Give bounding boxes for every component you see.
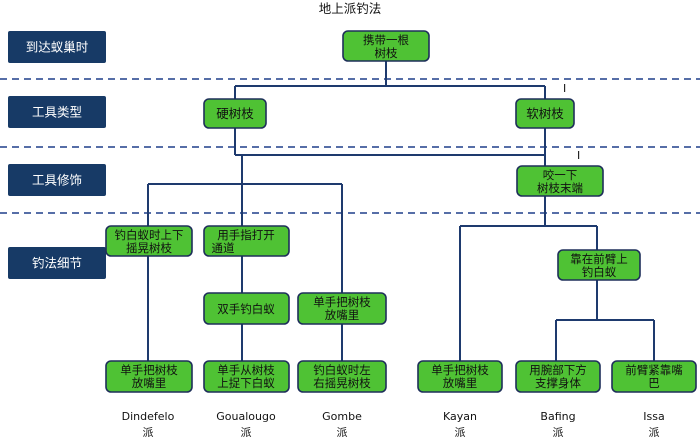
community-suffix: 派 bbox=[649, 426, 660, 439]
community-suffix: 派 bbox=[241, 426, 252, 439]
node-forearm-against-lips: 前臂紧靠嘴 巴 bbox=[611, 360, 697, 393]
node-label-line: 放嘴里 bbox=[443, 376, 478, 390]
node-label-line: 用腕部下方 bbox=[529, 363, 587, 377]
marker-label: I bbox=[563, 82, 566, 95]
node-finger-open-tunnel: 用手指打开 通道 bbox=[203, 225, 290, 257]
node-label-line: 前臂紧靠嘴 bbox=[625, 363, 683, 377]
node-label-line: 咬一下 bbox=[543, 168, 578, 182]
node-carry-branch: 携带一根 树枝 bbox=[342, 30, 430, 62]
community-labels: Dindefelo 派 Goualougo 派 Gombe 派 Kayan 派 … bbox=[122, 410, 665, 439]
node-label-line: 上捉下白蚁 bbox=[217, 376, 275, 390]
node-shake-up-down: 钓白蚁时上下 摇晃树枝 bbox=[105, 225, 193, 257]
community-suffix: 派 bbox=[553, 426, 564, 439]
community-name: Kayan bbox=[443, 410, 477, 423]
diagram-nodes: 携带一根 树枝 硬树枝 软树枝 咬一下 树枝末端 钓白蚁时上下 摇晃树枝 用手指… bbox=[105, 30, 697, 393]
stage-label-text: 工具类型 bbox=[32, 105, 82, 120]
node-label-line: 携带一根 bbox=[363, 33, 409, 47]
stage-label-text: 到达蚁巢时 bbox=[26, 40, 89, 55]
node-label-line: 双手钓白蚁 bbox=[217, 302, 275, 316]
node-label-line: 摇晃树枝 bbox=[126, 241, 172, 255]
node-mouth-gombe: 单手把树枝 放嘴里 bbox=[297, 292, 387, 325]
node-wrist-support: 用腕部下方 支撑身体 bbox=[515, 360, 601, 393]
community-name: Bafing bbox=[540, 410, 575, 423]
community-suffix: 派 bbox=[455, 426, 466, 439]
node-mouth-dindefelo: 单手把树枝 放嘴里 bbox=[105, 360, 193, 393]
node-mouth-kayan: 单手把树枝 放嘴里 bbox=[417, 360, 503, 393]
node-label-line: 支撑身体 bbox=[535, 376, 581, 390]
stage-label-tool-modification: 工具修饰 bbox=[8, 164, 106, 196]
node-label-line: 软树枝 bbox=[526, 106, 564, 121]
stage-label-fishing-detail: 钓法细节 bbox=[8, 247, 106, 279]
node-label-line: 单手把树枝 bbox=[120, 363, 178, 377]
node-label-line: 树枝 bbox=[375, 46, 398, 60]
node-both-hands: 双手钓白蚁 bbox=[203, 292, 290, 325]
node-label-line: 用手指打开 bbox=[217, 228, 275, 242]
stage-dividers bbox=[0, 78, 700, 214]
node-stiff-branch: 硬树枝 bbox=[203, 98, 267, 129]
node-bite-branch-end: 咬一下 树枝末端 bbox=[516, 165, 604, 197]
community-name: Issa bbox=[643, 410, 664, 423]
node-label-line: 放嘴里 bbox=[132, 376, 167, 390]
node-shake-left-right: 钓白蚁时左 右摇晃树枝 bbox=[297, 360, 387, 393]
node-label-line: 钓白蚁时上下 bbox=[115, 228, 184, 242]
stage-label-tool-type: 工具类型 bbox=[8, 96, 106, 128]
node-label-line: 钓白蚁时左 bbox=[313, 363, 371, 377]
stage-label-arrival: 到达蚁巢时 bbox=[8, 31, 106, 63]
community-suffix: 派 bbox=[143, 426, 154, 439]
node-forearm-support: 靠在前臂上 钓白蚁 bbox=[557, 249, 641, 281]
node-label-line: 单手把树枝 bbox=[313, 295, 371, 309]
stage-label-text: 工具修饰 bbox=[32, 173, 82, 188]
node-soft-branch: 软树枝 bbox=[515, 98, 575, 129]
community-suffix: 派 bbox=[337, 426, 348, 439]
community-name: Goualougo bbox=[216, 410, 276, 423]
community-name: Dindefelo bbox=[122, 410, 175, 423]
diagram-title: 地上派钓法 bbox=[319, 1, 382, 16]
stage-labels: 到达蚁巢时 工具类型 工具修饰 钓法细节 bbox=[8, 31, 106, 279]
node-label-line: 单手把树枝 bbox=[431, 363, 489, 377]
node-label-line: 靠在前臂上 bbox=[570, 252, 628, 266]
node-label-line: 放嘴里 bbox=[325, 308, 360, 322]
node-label-line: 右摇晃树枝 bbox=[313, 376, 371, 390]
node-label-line: 钓白蚁 bbox=[582, 265, 617, 279]
node-label-line: 硬树枝 bbox=[216, 106, 254, 121]
node-label-line: 通道 bbox=[212, 241, 235, 255]
stage-label-text: 钓法细节 bbox=[32, 256, 82, 271]
node-label-line: 单手从树枝 bbox=[217, 363, 275, 377]
community-name: Gombe bbox=[322, 410, 362, 423]
node-label-line: 树枝末端 bbox=[537, 181, 583, 195]
marker-label: I bbox=[577, 149, 580, 162]
node-pick-termites: 单手从树枝 上捉下白蚁 bbox=[203, 360, 290, 393]
tree-edges bbox=[147, 61, 655, 361]
node-label-line: 巴 bbox=[648, 376, 660, 390]
